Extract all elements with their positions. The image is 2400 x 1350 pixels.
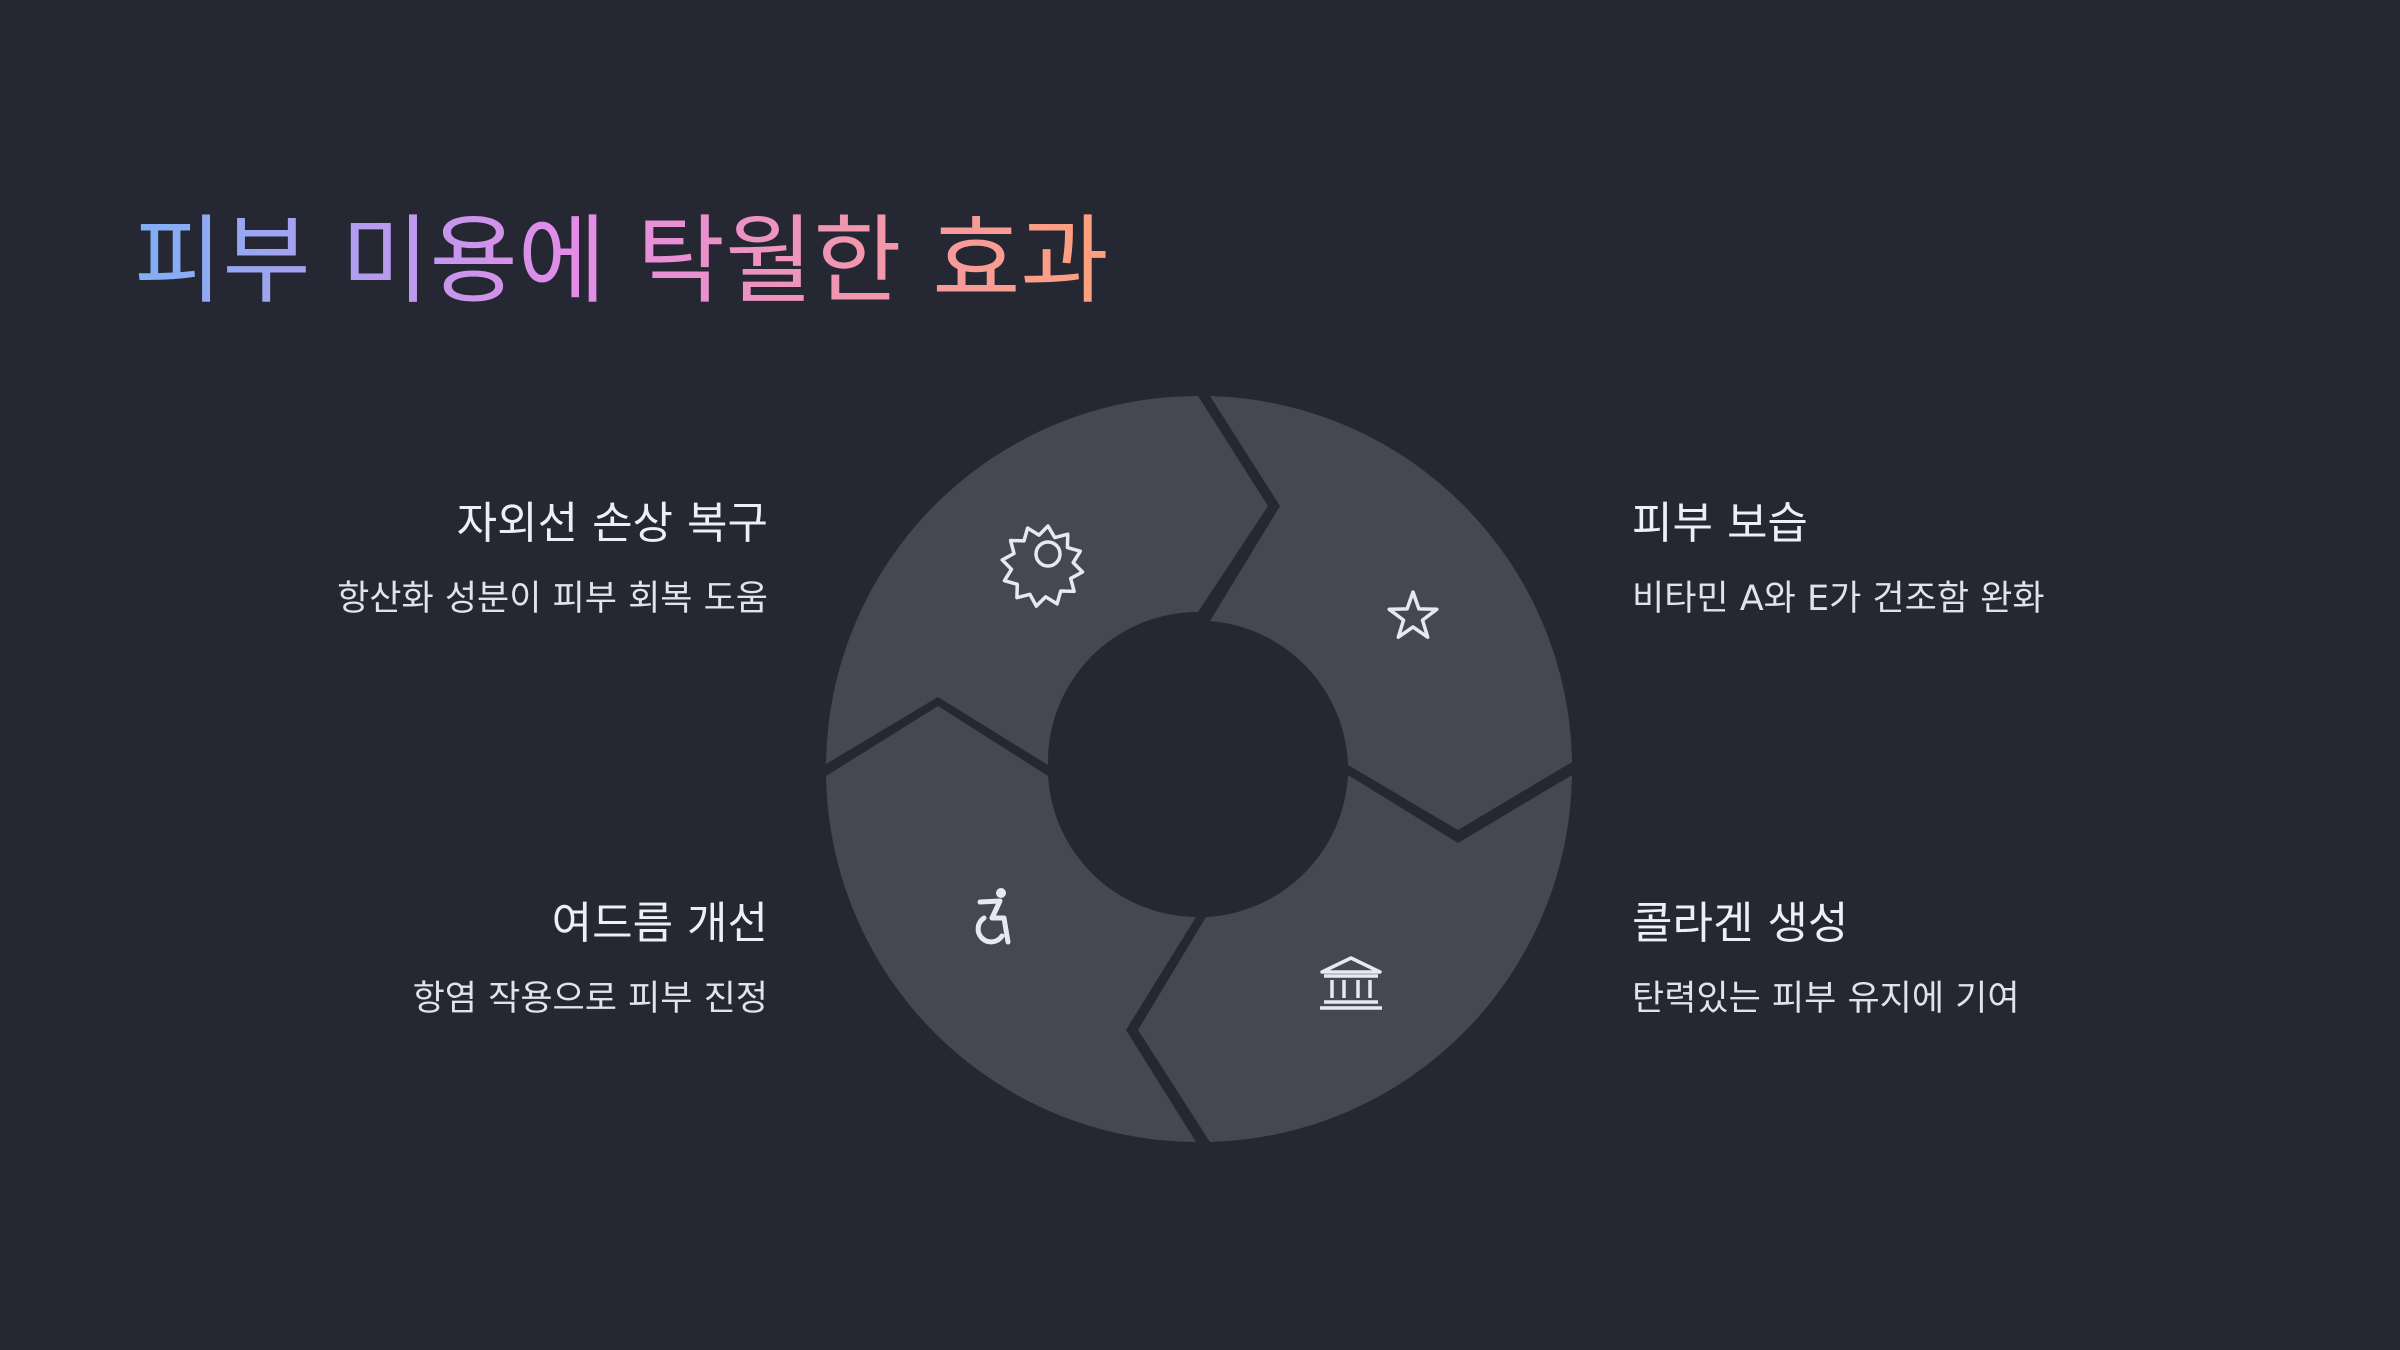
- item-title: 피부 보습: [1632, 498, 1808, 549]
- item-desc: 항산화 성분이 피부 회복 도움: [337, 579, 768, 619]
- segment-top-left: [826, 396, 1268, 765]
- page-title: 피부 미용에 탁월한 효과: [134, 196, 1109, 326]
- item-desc: 항염 작용으로 피부 진정: [412, 979, 768, 1019]
- segment-top-right: [1210, 396, 1572, 830]
- item-desc: 탄력있는 피부 유지에 기여: [1632, 979, 2020, 1019]
- item-acne: 여드름 개선 항염 작용으로 피부 진정: [68, 894, 768, 1024]
- item-collagen: 콜라겐 생성 탄력있는 피부 유지에 기여: [1632, 894, 2332, 1024]
- bank-icon: [1320, 956, 1382, 1010]
- sun-icon: [1000, 524, 1085, 608]
- item-title: 자외선 손상 복구: [456, 498, 768, 549]
- accessibility-icon: [975, 888, 1011, 945]
- item-moisture: 피부 보습 비타민 A와 E가 건조함 완화: [1632, 494, 2332, 624]
- item-uv-repair: 자외선 손상 복구 항산화 성분이 피부 회복 도움: [68, 494, 768, 624]
- item-desc: 비타민 A와 E가 건조함 완화: [1632, 579, 2045, 619]
- item-title: 콜라겐 생성: [1632, 898, 1849, 949]
- star-icon: [1387, 590, 1439, 639]
- item-title: 여드름 개선: [551, 898, 768, 949]
- segment-bottom-left: [826, 706, 1196, 1142]
